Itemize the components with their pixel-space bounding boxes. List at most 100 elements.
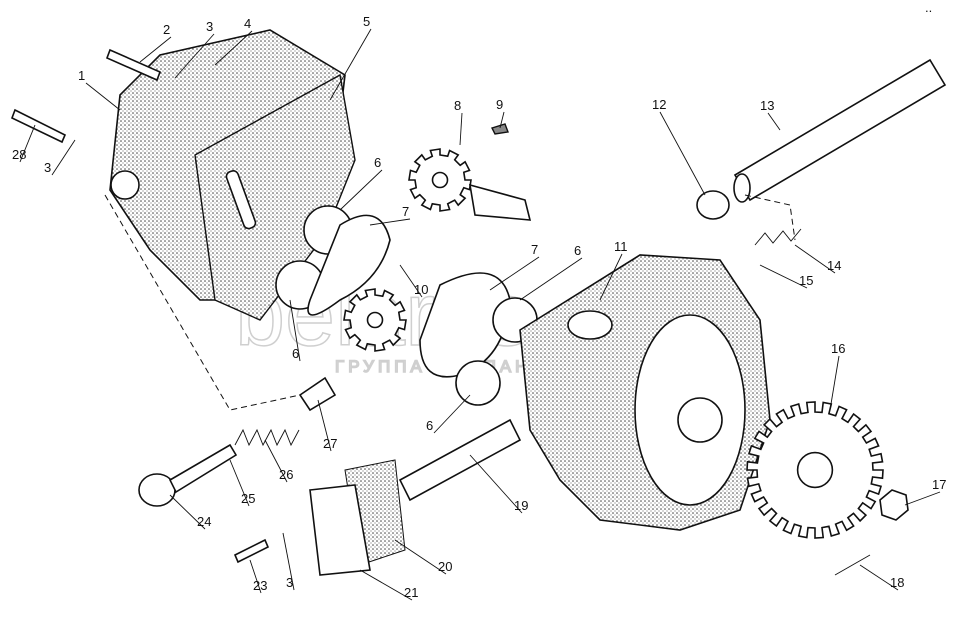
pipe-fitting [733, 58, 947, 202]
spring-26 [234, 428, 300, 447]
leader-line [85, 82, 121, 111]
leader-line [469, 454, 523, 514]
callout-25: 25 [241, 491, 255, 506]
body-bore [677, 397, 723, 443]
spring-14 [754, 228, 802, 246]
bearing-4 [455, 360, 501, 406]
leader-line [433, 394, 471, 434]
leader-line [289, 299, 301, 362]
callout-16: 16 [831, 341, 845, 356]
spool-valve [398, 418, 522, 502]
callout-3: 3 [44, 160, 51, 175]
leader-line [499, 111, 505, 129]
callout-14: 14 [827, 258, 841, 273]
cotter-pin [834, 554, 871, 576]
callout-6: 6 [292, 346, 299, 361]
callout-6: 6 [426, 418, 433, 433]
bearing-plate-2 [419, 272, 511, 378]
callout-5: 5 [363, 14, 370, 29]
assembly-line-1 [104, 194, 301, 411]
leader-line [599, 253, 623, 301]
callout-11: 11 [614, 239, 628, 254]
leader-line [317, 399, 332, 452]
leader-line [904, 491, 941, 506]
leader-line [51, 139, 76, 176]
callout-7: 7 [531, 242, 538, 257]
callout-10: 10 [414, 282, 428, 297]
callout-24: 24 [197, 514, 211, 529]
leader-line [394, 539, 447, 575]
leader-line [19, 124, 36, 163]
callout-13: 13 [760, 98, 774, 113]
leader-line [282, 532, 295, 591]
callout-28: 28 [12, 147, 26, 162]
leader-line [339, 169, 383, 211]
gear-shaft [469, 183, 532, 221]
leader-line [214, 30, 253, 66]
callout-19: 19 [514, 498, 528, 513]
callout-15: 15 [799, 273, 813, 288]
leader-line [759, 264, 808, 289]
drive-gear [746, 401, 884, 539]
valve-stem [168, 443, 238, 494]
leader-line [794, 244, 836, 274]
callout-1: 1 [78, 68, 85, 83]
callout-23: 23 [253, 578, 267, 593]
pump-gear-upper [408, 148, 472, 212]
leader-line [169, 494, 206, 530]
leader-line [829, 355, 840, 411]
callout-20: 20 [438, 559, 452, 574]
callout-26: 26 [279, 467, 293, 482]
gear-hub [366, 311, 384, 329]
o-ring [696, 190, 730, 220]
leader-line [519, 257, 583, 301]
callout-18: 18 [890, 575, 904, 590]
callout-3: 3 [286, 575, 293, 590]
callout-2: 2 [163, 22, 170, 37]
leader-line [359, 569, 413, 601]
leader-line [459, 112, 463, 146]
gasket-slot [225, 170, 257, 230]
leader-line [264, 439, 288, 483]
callout-17: 17 [932, 477, 946, 492]
gear-hub [796, 451, 834, 489]
castle-nut [879, 489, 909, 521]
callout-6: 6 [374, 155, 381, 170]
cover-port [110, 170, 140, 200]
leader-line [399, 264, 423, 298]
leader-line [369, 218, 411, 226]
callout-4: 4 [244, 16, 251, 31]
key [491, 123, 509, 135]
bolt-28 [10, 108, 67, 144]
corner-marker: .. [925, 0, 932, 15]
leader-line [139, 36, 172, 63]
leader-line [329, 28, 372, 101]
pump-gear-lower [343, 288, 407, 352]
callout-27: 27 [323, 436, 337, 451]
bearing-plate [307, 214, 391, 316]
leader-lines [19, 28, 941, 601]
leader-line [489, 256, 540, 291]
callout-8: 8 [454, 98, 461, 113]
callout-21: 21 [404, 585, 418, 600]
plug-bolt [138, 473, 176, 507]
callout-12: 12 [652, 97, 666, 112]
callout-7: 7 [402, 204, 409, 219]
bolt-2 [105, 48, 162, 82]
valve-plunger [298, 376, 337, 412]
cover-plate-21 [309, 484, 371, 576]
leader-line [767, 112, 781, 131]
leader-line [249, 559, 262, 594]
bolt-23 [233, 538, 270, 564]
leader-line [229, 459, 250, 507]
callout-6: 6 [574, 243, 581, 258]
pipe-end [733, 173, 751, 203]
gear-hub [431, 171, 449, 189]
callout-3: 3 [206, 19, 213, 34]
leader-line [859, 564, 899, 591]
callout-9: 9 [496, 97, 503, 112]
leader-line [659, 111, 706, 196]
body-port [567, 310, 613, 340]
